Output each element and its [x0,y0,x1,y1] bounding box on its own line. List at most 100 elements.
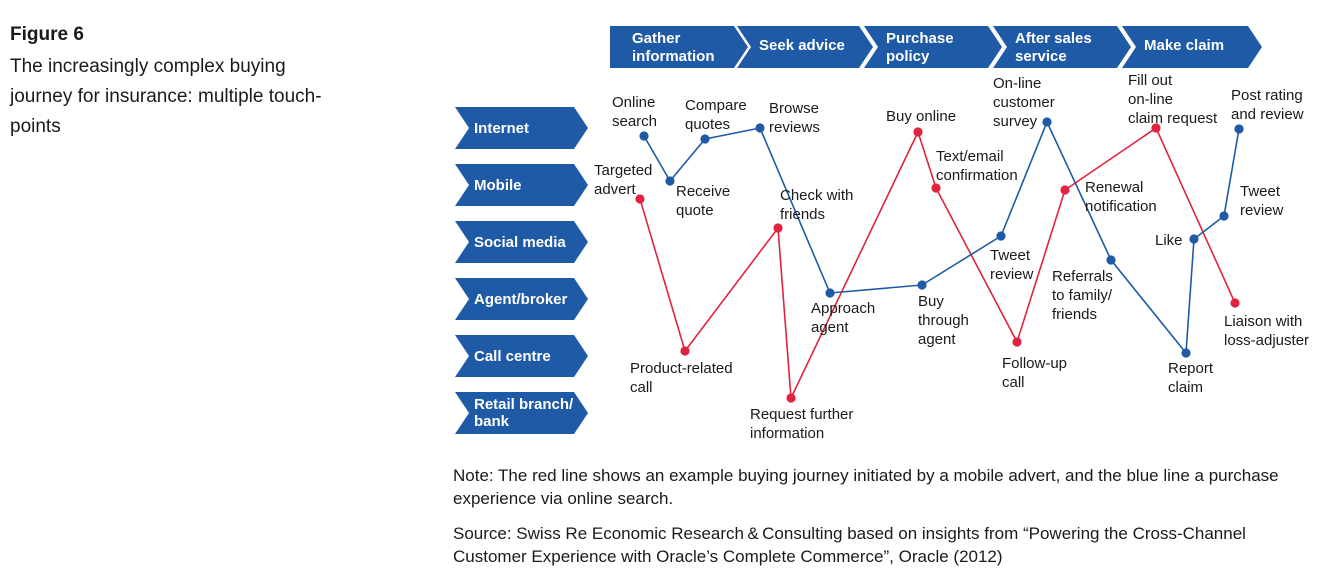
red-node-fill-out-claim-request [1151,123,1161,133]
blue-label-receive-quote-line: quote [676,202,714,219]
channel-social-label-line: Social media [474,234,566,251]
stage-after-label-line: After sales [1015,30,1092,47]
stage-seek-label: Seek advice [759,37,845,54]
red-label-product-related-call: Product-related call [630,360,733,396]
blue-label-approach-agent-line: agent [811,319,849,336]
blue-node-tweet-review-2 [1219,211,1229,221]
blue-label-post-rating-and-review-line: Post rating [1231,87,1303,104]
blue-node-referrals-to-family-friends [1106,255,1116,265]
stage-claim-chevron [1122,26,1262,68]
blue-label-buy-through-agent-line: through [918,312,969,329]
red-label-fill-out-claim-request-line: Fill out [1128,72,1173,89]
blue-node-like [1189,234,1199,244]
stage-after-label-line: service [1015,48,1067,65]
blue-label-report-claim: Report claim [1168,360,1214,396]
channel-internet-label: Internet [474,120,529,137]
blue-label-online-search-line: Online [612,94,655,111]
channel-mobile-label-line: Mobile [474,177,522,194]
stage-purchase-chevron [864,26,1002,68]
channel-internet-arrow [455,107,588,149]
red-label-liaison-with-loss-adjuster-line: Liaison with [1224,313,1302,330]
red-label-renewal-notification-line: Renewal [1085,179,1143,196]
channel-social-label: Social media [474,234,566,251]
stage-after-chevron [993,26,1131,68]
channel-agent-arrow [455,278,588,320]
figure-title: The increasingly complex buying journey … [10,56,322,137]
channel-callcentre-label-line: Call centre [474,348,551,365]
channel-callcentre-label: Call centre [474,348,551,365]
blue-label-report-claim-line: Report [1168,360,1214,377]
channel-callcentre-arrow [455,335,588,377]
blue-label-tweet-review-1-line: Tweet [990,247,1031,264]
blue-label-referrals-to-family-friends-line: Referrals [1052,268,1113,285]
blue-node-receive-quote [665,176,675,186]
blue-label-buy-through-agent-line: agent [918,331,956,348]
blue-label-browse-reviews: Browse reviews [769,100,820,136]
red-label-buy-online: Buy online [886,108,956,125]
red-label-targeted-advert-line: advert [594,181,637,198]
blue-label-online-customer-survey-line: On-line [993,75,1041,92]
stage-claim-label-line: Make claim [1144,37,1224,54]
red-label-check-with-friends: Check with friends [780,187,853,223]
stage-gather-chevron [610,26,748,68]
blue-node-approach-agent [825,288,835,298]
blue-node-browse-reviews [755,123,765,133]
red-label-follow-up-call-line: call [1002,374,1025,391]
blue-node-online-customer-survey [1042,117,1052,127]
channel-retail-label-line: bank [474,413,510,430]
red-label-check-with-friends-line: Check with [780,187,853,204]
blue-node-tweet-review-1 [996,231,1006,241]
stage-purchase-label-line: policy [886,48,930,65]
diagram-note: Note: The red line shows an example buyi… [453,466,1279,508]
blue-node-buy-through-agent [917,280,927,290]
red-label-targeted-advert-line: Targeted [594,162,652,179]
blue-node-report-claim [1181,348,1191,358]
stage-seek-chevron [737,26,873,68]
stage-seek-label-line: Seek advice [759,37,845,54]
blue-label-compare-quotes-line: Compare [685,97,747,114]
red-label-check-with-friends-line: friends [780,206,825,223]
blue-label-browse-reviews-line: reviews [769,119,820,136]
channel-retail-label: Retail branch/bank [474,396,574,430]
blue-label-browse-reviews-line: Browse [769,100,819,117]
red-label-request-further-information-line: Request further [750,406,853,423]
blue-label-like: Like [1155,232,1183,249]
blue-label-approach-agent-line: Approach [811,300,875,317]
blue-label-receive-quote-line: Receive [676,183,730,200]
blue-label-compare-quotes-line: quotes [685,116,730,133]
channel-retail-label-line: Retail branch/ [474,396,574,413]
red-label-product-related-call-line: Product-related [630,360,733,377]
red-label-renewal-notification: Renewal notification [1085,179,1157,215]
channel-retail-arrow [455,392,588,434]
red-label-renewal-notification-line: notification [1085,198,1157,215]
figure-label: Figure 6 [10,24,84,45]
red-journey-line [639,127,1236,399]
blue-label-approach-agent: Approach agent [811,300,875,336]
stage-claim-label: Make claim [1144,37,1224,54]
red-label-text-email-confirmation-line: confirmation [936,167,1018,184]
red-label-targeted-advert: Targeted advert [594,162,652,198]
stage-purchase-label-line: Purchase [886,30,954,47]
red-node-follow-up-call [1012,337,1022,347]
blue-label-referrals-to-family-friends-line: friends [1052,306,1097,323]
diagram-source: Source: Swiss Re Economic Research & Con… [453,524,1246,566]
blue-label-compare-quotes: Compare quotes [685,97,747,133]
red-label-follow-up-call-line: Follow-up [1002,355,1067,372]
red-node-liaison-with-loss-adjuster [1230,298,1240,308]
blue-label-online-customer-survey-line: customer [993,94,1055,111]
red-label-product-related-call-line: call [630,379,653,396]
blue-label-report-claim-line: claim [1168,379,1203,396]
blue-label-like-line: Like [1155,232,1183,249]
red-label-fill-out-claim-request-line: on-line [1128,91,1173,108]
channel-mobile-arrow [455,164,588,206]
red-node-renewal-notification [1060,185,1070,195]
red-label-buy-online-line: Buy online [886,108,956,125]
